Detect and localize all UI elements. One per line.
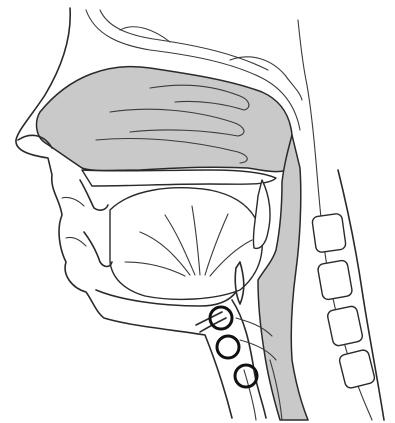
tongue — [110, 188, 262, 300]
upper-lip — [62, 197, 84, 206]
nasal-cavity — [37, 67, 292, 172]
skull-line-inner — [100, 10, 268, 70]
brainstem-outline — [298, 20, 314, 140]
frontal-sinus-line — [120, 27, 170, 42]
soft-palate — [253, 180, 270, 248]
lower-lip — [66, 237, 86, 246]
marker-circle-1 — [210, 307, 232, 329]
marker-circle-2 — [217, 336, 239, 358]
vertebrae — [312, 213, 376, 389]
hard-palate — [82, 170, 276, 186]
lower-teeth — [84, 232, 112, 267]
